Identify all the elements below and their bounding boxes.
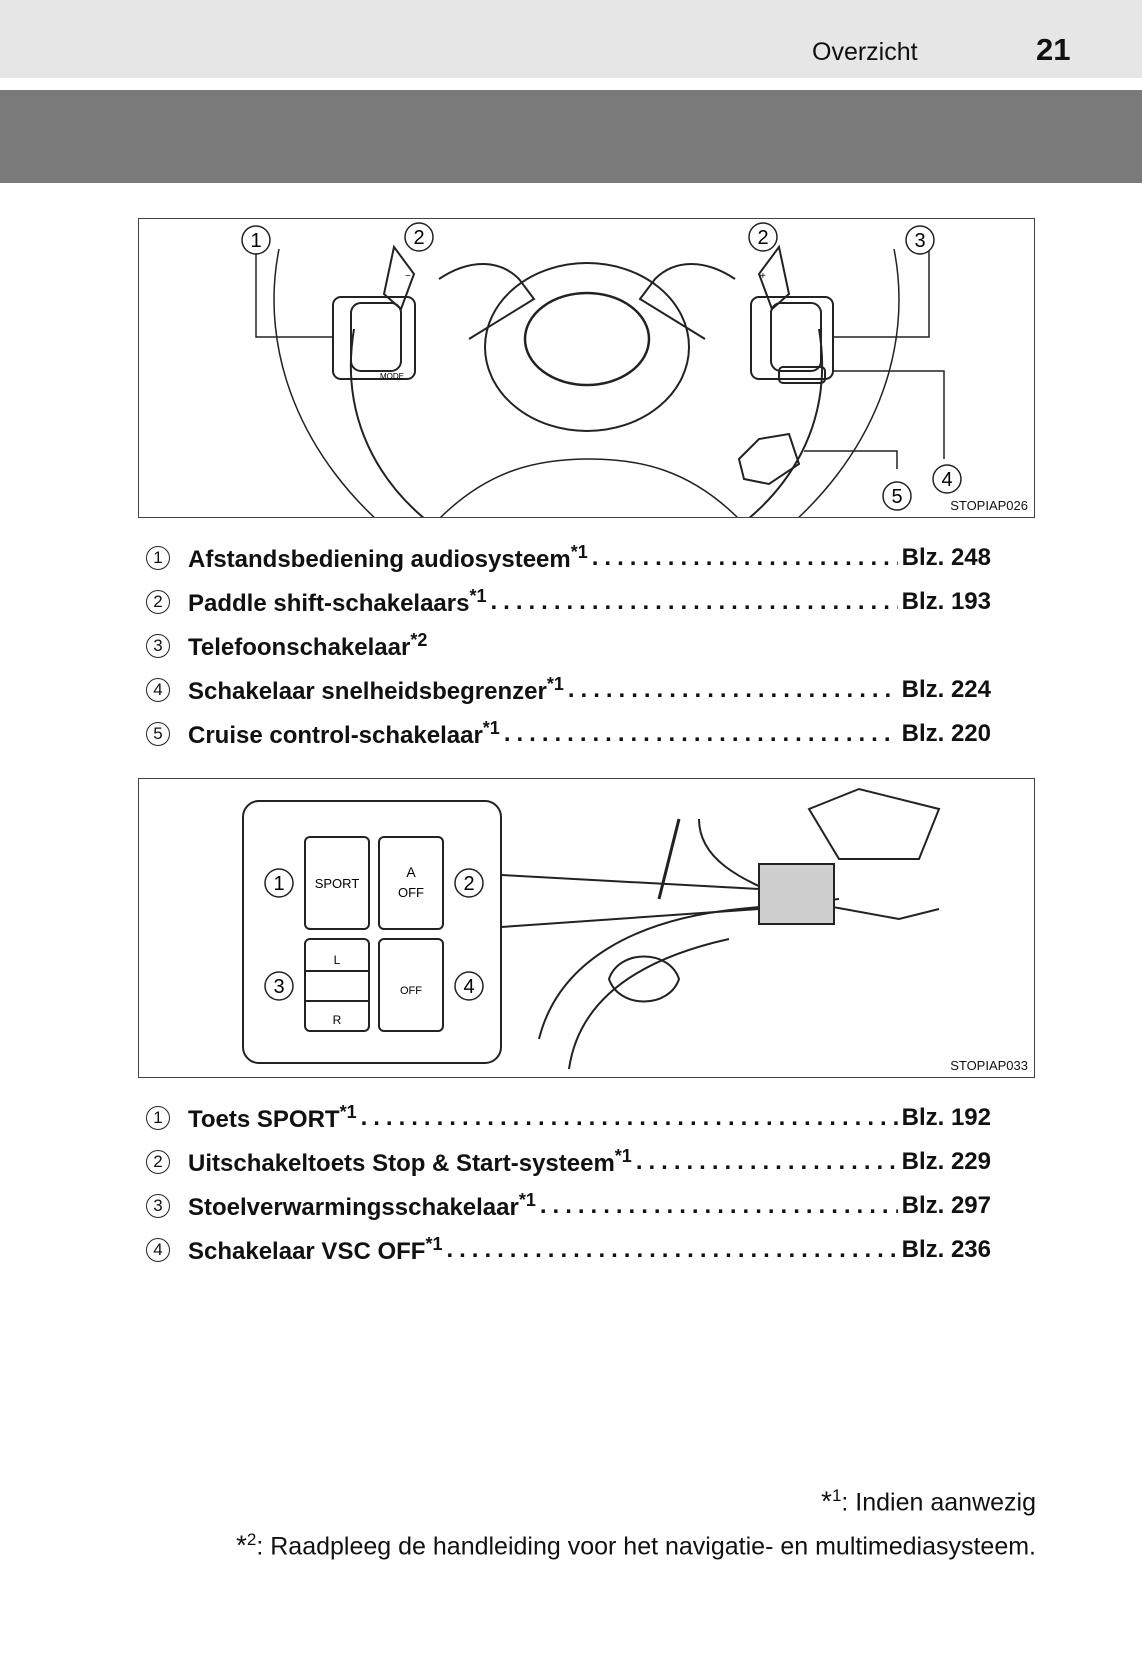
callout-1: 1 xyxy=(250,230,261,252)
r-label: R xyxy=(333,1013,342,1027)
chapter-band xyxy=(0,90,1142,183)
item-number: 3 xyxy=(146,1194,170,1218)
footnote-2: *2: Raadpleeg de handleiding voor het na… xyxy=(235,1529,1036,1561)
steering-wheel-illustration: MODE − + 1 2 2 3 4 5 xyxy=(241,222,962,517)
page-reference: Blz. 220 xyxy=(901,720,991,747)
page-reference: Blz. 192 xyxy=(901,1104,991,1131)
off-label: OFF xyxy=(398,885,424,900)
page-reference: Blz. 248 xyxy=(901,544,991,571)
l-label: L xyxy=(334,953,341,967)
mode-label: MODE xyxy=(380,372,404,381)
section-title: Overzicht xyxy=(812,38,918,66)
leader-dots: ........................................… xyxy=(591,544,898,571)
callout-4: 4 xyxy=(463,976,474,998)
item-label: Stoelverwarmingsschakelaar*1 xyxy=(188,1190,536,1221)
steering-wheel-figure: MODE − + 1 2 2 3 4 5 STOPIAP026 xyxy=(138,218,1035,518)
list-item: 5 Cruise control-schakelaar*1 ..........… xyxy=(146,712,991,756)
list-item: 1 Toets SPORT*1 ........................… xyxy=(146,1096,991,1140)
item-number: 5 xyxy=(146,722,170,746)
leader-dots: ........................................… xyxy=(539,1192,898,1219)
item-number: 4 xyxy=(146,678,170,702)
page-reference: Blz. 297 xyxy=(901,1192,991,1219)
callout-3: 3 xyxy=(273,976,284,998)
callout-1: 1 xyxy=(273,873,284,895)
component-list-2: 1 Toets SPORT*1 ........................… xyxy=(146,1096,991,1272)
component-list-1: 1 Afstandsbediening audiosysteem*1 .....… xyxy=(146,536,991,756)
callout-4: 4 xyxy=(941,469,952,491)
callout-circle xyxy=(454,971,484,1001)
center-console-figure: SPORT A OFF L R OFF 1 2 3 4 STOPIAP033 xyxy=(138,778,1035,1078)
leader-dots: ........................................… xyxy=(360,1104,898,1131)
vsc-off-label: OFF xyxy=(400,985,422,997)
list-item: 2 Uitschakeltoets Stop & Start-systeem*1… xyxy=(146,1140,991,1184)
leader-dots: ........................................… xyxy=(490,588,897,615)
list-item: 4 Schakelaar snelheidsbegrenzer*1 ......… xyxy=(146,668,991,712)
callout-circle xyxy=(264,971,294,1001)
item-number: 4 xyxy=(146,1238,170,1262)
leader-dots: ........................................… xyxy=(567,676,898,703)
item-label: Schakelaar VSC OFF*1 xyxy=(188,1234,443,1265)
list-item: 3 Stoelverwarmingsschakelaar*1 .........… xyxy=(146,1184,991,1228)
sport-label: SPORT xyxy=(315,876,360,891)
list-item: 4 Schakelaar VSC OFF*1 .................… xyxy=(146,1228,991,1272)
a-label: A xyxy=(406,864,416,880)
leader-dots: ........................................… xyxy=(635,1148,898,1175)
list-item: 3 Telefoonschakelaar*2 xyxy=(146,624,991,668)
page-reference: Blz. 236 xyxy=(901,1236,991,1263)
item-label: Schakelaar snelheidsbegrenzer*1 xyxy=(188,674,564,705)
paddle-minus: − xyxy=(405,271,411,282)
item-number: 1 xyxy=(146,546,170,570)
header-band xyxy=(0,0,1142,78)
leader-dots: ........................................… xyxy=(446,1236,898,1263)
page-number: 21 xyxy=(1036,32,1071,67)
callout-2: 2 xyxy=(463,873,474,895)
item-label: Afstandsbediening audiosysteem*1 xyxy=(188,542,588,573)
callout-2a: 2 xyxy=(413,227,424,249)
page-reference: Blz. 229 xyxy=(901,1148,991,1175)
footnote-1: *1: Indien aanwezig xyxy=(821,1485,1036,1517)
callout-circle xyxy=(748,222,778,252)
page-reference: Blz. 224 xyxy=(901,676,991,703)
item-label: Paddle shift-schakelaars*1 xyxy=(188,586,487,617)
console-illustration: SPORT A OFF L R OFF 1 2 3 4 xyxy=(242,787,941,1070)
list-item: 2 Paddle shift-schakelaars*1 ...........… xyxy=(146,580,991,624)
item-number: 2 xyxy=(146,1150,170,1174)
figure-code: STOPIAP033 xyxy=(950,1058,1028,1073)
callout-circle xyxy=(454,868,484,898)
callout-circle xyxy=(905,225,935,255)
callout-2b: 2 xyxy=(757,227,768,249)
callout-3: 3 xyxy=(914,230,925,252)
callout-circle xyxy=(264,868,294,898)
item-label: Uitschakeltoets Stop & Start-systeem*1 xyxy=(188,1146,632,1177)
callout-circle xyxy=(404,222,434,252)
callout-5: 5 xyxy=(891,486,902,508)
page-reference: Blz. 193 xyxy=(901,588,991,615)
callout-circle xyxy=(932,464,962,494)
item-label: Telefoonschakelaar*2 xyxy=(188,630,428,661)
list-item: 1 Afstandsbediening audiosysteem*1 .....… xyxy=(146,536,991,580)
figure-code: STOPIAP026 xyxy=(950,498,1028,513)
callout-circle xyxy=(241,225,271,255)
item-label: Cruise control-schakelaar*1 xyxy=(188,718,500,749)
callout-circle xyxy=(882,481,912,511)
item-number: 1 xyxy=(146,1106,170,1130)
footnotes: *1: Indien aanwezig *2: Raadpleeg de han… xyxy=(236,1477,1036,1566)
leader-dots: ........................................… xyxy=(503,720,898,747)
paddle-plus: + xyxy=(760,271,766,282)
item-number: 3 xyxy=(146,634,170,658)
item-label: Toets SPORT*1 xyxy=(188,1102,357,1133)
item-number: 2 xyxy=(146,590,170,614)
